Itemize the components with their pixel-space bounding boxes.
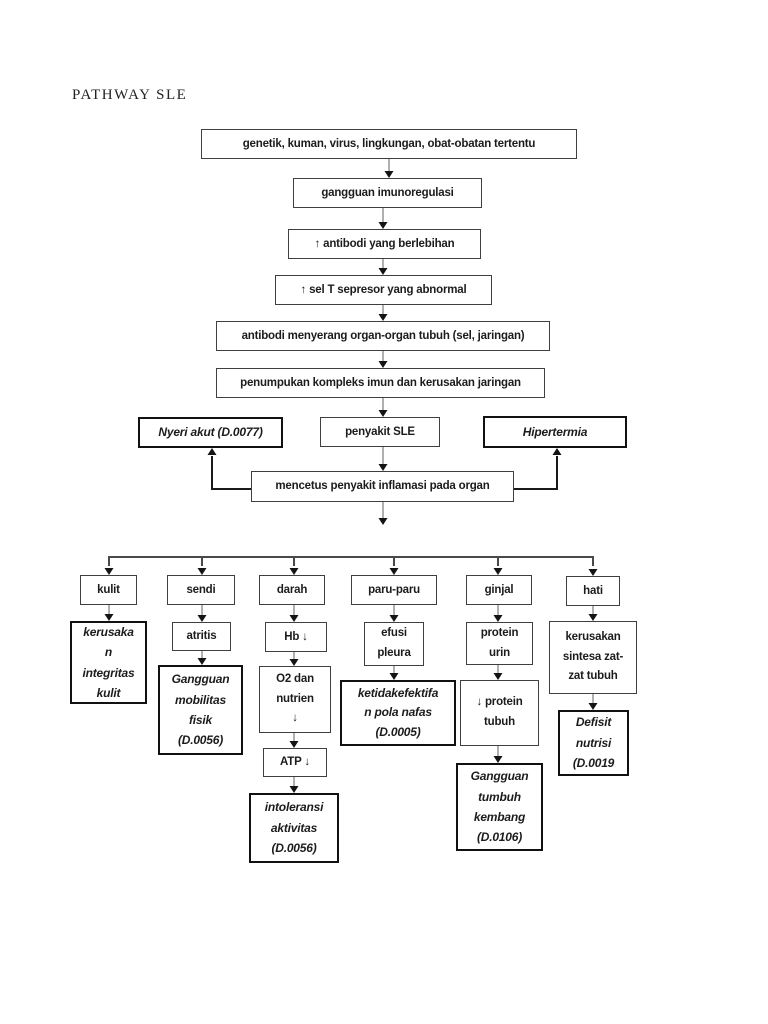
box-protein-tubuh: ↓ protein tubuh — [460, 680, 539, 746]
box-organ-hati: hati — [566, 576, 620, 606]
box-diagnosis-acute-pain: Nyeri akut (D.0077) — [138, 417, 283, 448]
box-organ-ginjal: ginjal — [466, 575, 532, 605]
box-diagnosis-defisit-nutrisi: Defisit nutrisi (D.0019 — [558, 710, 629, 776]
box-immunoregulation: gangguan imunoregulasi — [293, 178, 482, 208]
box-antibody-excess: ↑ antibodi yang berlebihan — [288, 229, 481, 259]
box-organ-darah: darah — [259, 575, 325, 605]
box-organ-kulit: kulit — [80, 575, 137, 605]
box-diagnosis-gangguan-mobilitas: Gangguan mobilitas fisik (D.0056) — [158, 665, 243, 755]
box-efusi-pleura: efusi pleura — [364, 622, 424, 666]
box-causes: genetik, kuman, virus, lingkungan, obat-… — [201, 129, 577, 159]
page-title: PATHWAY SLE — [72, 87, 188, 103]
box-atritis: atritis — [172, 622, 231, 651]
box-diagnosis-kerusakan-integritas: kerusaka n integritas kulit — [70, 621, 147, 704]
box-organ-sendi: sendi — [167, 575, 235, 605]
box-diagnosis-hyperthermia: Hipertermia — [483, 416, 627, 448]
elbow-connectors — [211, 456, 558, 490]
box-sle-disease: penyakit SLE — [320, 417, 440, 447]
box-kerusakan-sintesa: kerusakan sintesa zat- zat tubuh — [549, 621, 637, 694]
box-antibody-attack: antibodi menyerang organ-organ tubuh (se… — [216, 321, 550, 351]
connector-lines — [108, 159, 594, 787]
box-organ-paru-paru: paru-paru — [351, 575, 437, 605]
box-diagnosis-pola-nafas: ketidakefektifa n pola nafas (D.0005) — [340, 680, 456, 746]
box-t-suppressor: ↑ sel T sepresor yang abnormal — [275, 275, 492, 305]
box-protein-urin: protein urin — [466, 622, 533, 665]
box-immune-complex: penumpukan kompleks imun dan kerusakan j… — [216, 368, 545, 398]
box-inflammation: mencetus penyakit inflamasi pada organ — [251, 471, 514, 502]
box-hb-turun: Hb ↓ — [265, 622, 327, 652]
box-diagnosis-tumbuh-kembang: Gangguan tumbuh kembang (D.0106) — [456, 763, 543, 851]
box-diagnosis-intoleransi-aktivitas: intoleransi aktivitas (D.0056) — [249, 793, 339, 863]
box-atp-turun: ATP ↓ — [263, 748, 327, 777]
arrowheads — [104, 171, 598, 793]
distribution-line — [108, 556, 594, 566]
box-o2-nutrien: O2 dan nutrien ↓ — [259, 666, 331, 733]
